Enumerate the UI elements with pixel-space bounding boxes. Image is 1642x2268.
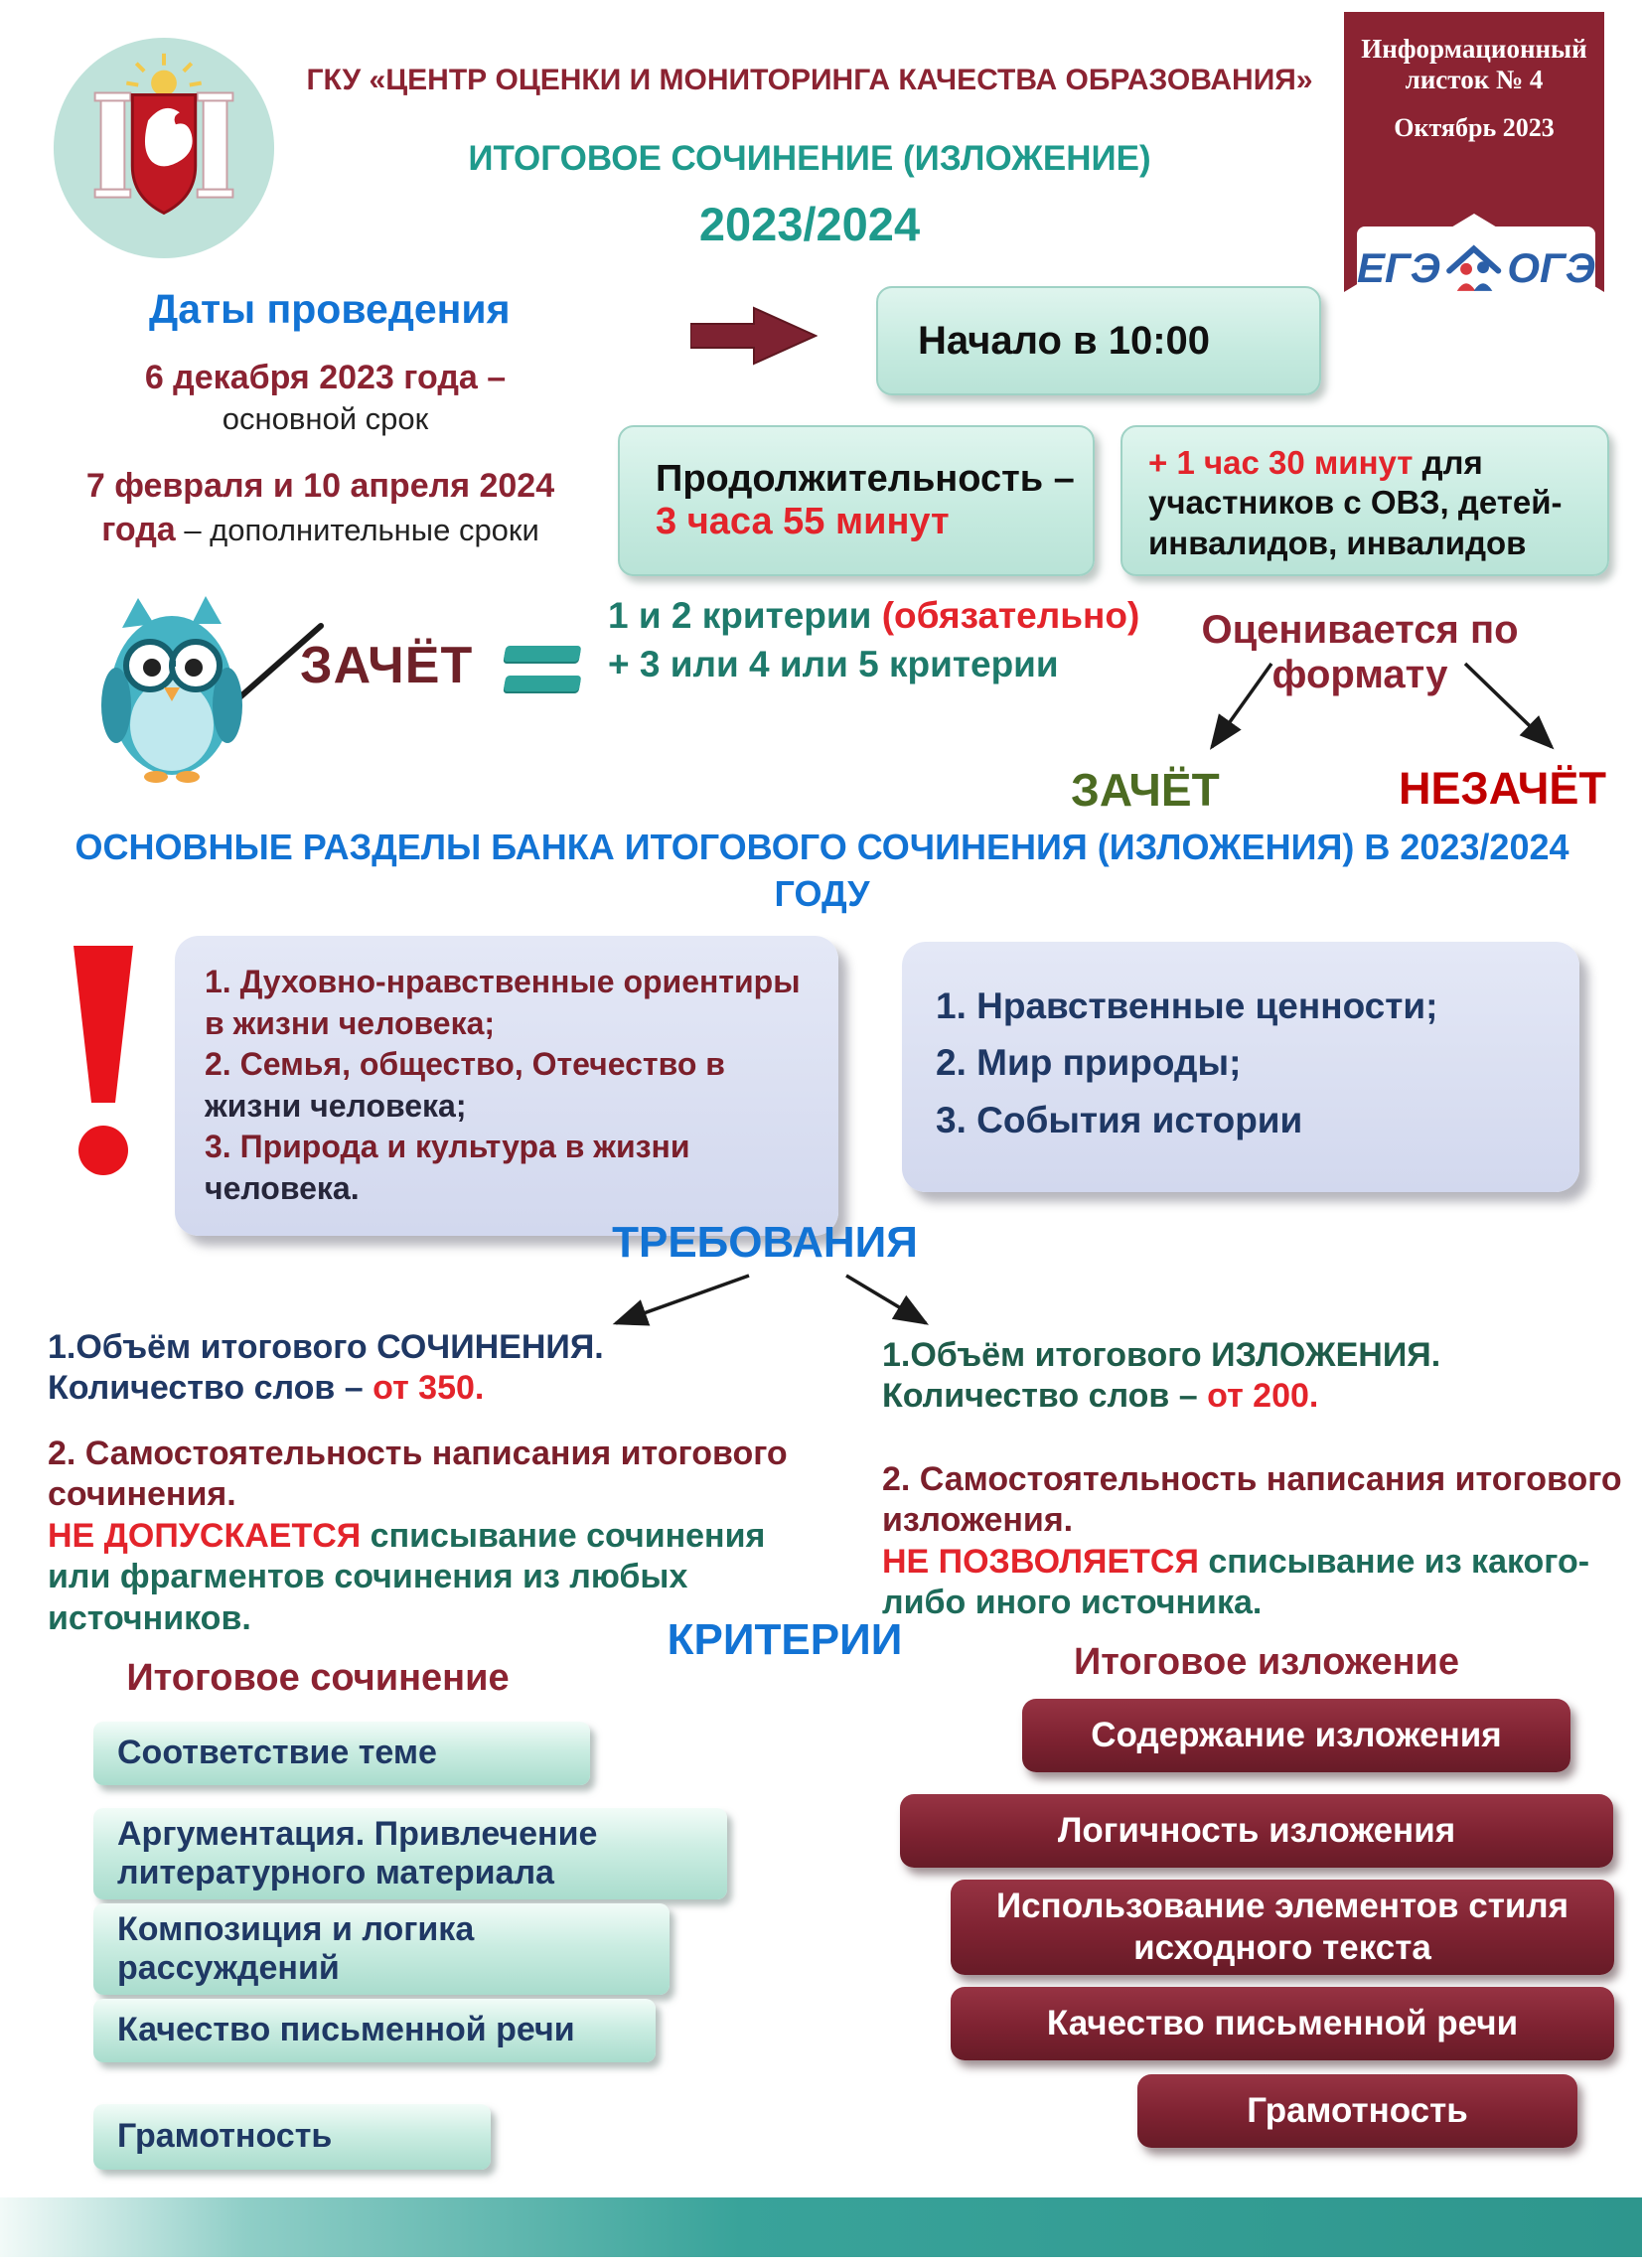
essay-criterion-3: Композиция и логика рассуждений [93,1903,670,1995]
ribbon-title-line2: листок № 4 [1405,65,1544,94]
duration-label: Продолжительность – [656,458,1075,500]
formula-part1: 1 и 2 критерии [608,595,882,636]
extra-dates-block: 7 февраля и 10 апреля 2024 года – дополн… [50,465,591,551]
block-arrow-right-icon [690,306,818,366]
izlozhenie-independence: 2. Самостоятельность написания итогового… [882,1459,1622,1540]
essay-section-item: 2. Семья, общество, Отечество в жизни че… [205,1046,725,1124]
format-arrows-icon [1209,662,1555,750]
footer-bar [0,2197,1642,2257]
org-title: ГКУ «ЦЕНТР ОЦЕНКИ И МОНИТОРИНГА КАЧЕСТВА… [306,64,1313,96]
izlozhenie-criterion-2: Логичность изложения [900,1794,1613,1868]
extra-dates-label: – дополнительные сроки [175,512,539,547]
izlozhenie-sections-box: 1. Нравственные ценности; 2. Мир природы… [902,942,1579,1192]
dates-heading: Даты проведения [149,286,511,332]
main-date-block: 6 декабря 2023 года – основной срок [55,356,596,439]
criteria-izlozhenie-title: Итоговое изложение [1073,1641,1460,1683]
extra-time-box: + 1 час 30 минут для участников с ОВЗ, д… [1120,425,1609,576]
extra-dates: 7 февраля и 10 апреля 2024 года [85,467,555,548]
duration-box: Продолжительность – 3 часа 55 минут [618,425,1095,576]
essay-ban: НЕ ДОПУСКАЕТСЯ списывание сочинения или … [48,1516,766,1637]
essay-criterion-4: Качество письменной речи [93,1999,656,2062]
owl-icon [101,596,324,783]
ege-label: ЕГЭ [1357,244,1440,291]
izlozhenie-ban: НЕ ПОЗВОЛЯЕТСЯ списывание из какого-либо… [882,1542,1590,1622]
house-logo-icon [1446,244,1502,291]
izlozhenie-requirements: 1.Объём итогового ИЗЛОЖЕНИЯ. Количество … [882,1335,1627,1624]
essay-independence: 2. Самостоятельность написания итогового… [48,1434,788,1514]
equals-icon [503,646,584,691]
crimea-coat-of-arms-icon [53,37,275,259]
pass-result: ЗАЧЁТ [1071,764,1220,816]
izlozhenie-volume: 1.Объём итогового ИЗЛОЖЕНИЯ. Количество … [882,1336,1441,1416]
ribbon-date: Октябрь 2023 [1394,113,1555,142]
main-date-label: основной срок [222,401,429,437]
izlozhenie-section-item: 3. События истории [936,1099,1303,1140]
izlozhenie-criterion-5: Грамотность [1137,2074,1577,2148]
duration-value: 3 часа 55 минут [656,501,950,542]
season-title: 2023/2024 [698,198,921,250]
formula-part2: (обязательно) [881,595,1140,636]
essay-criterion-2: Аргументация. Привлечение литературного … [93,1808,727,1899]
zachet-formula: 1 и 2 критерии (обязательно) + 3 или 4 и… [608,592,1144,689]
izlozhenie-section-item: 1. Нравственные ценности; [936,985,1438,1026]
format-heading: Оценивается по формату [1201,608,1519,696]
ribbon-title-line1: Информационный [1361,34,1587,64]
izlozhenie-section-item: 2. Мир природы; [936,1042,1242,1084]
fail-result: НЕЗАЧЁТ [1399,763,1606,814]
oge-label: ОГЭ [1507,244,1595,291]
essay-sections-box: 1. Духовно-нравственные ориентиры в жизн… [175,936,838,1236]
extra-time-value: + 1 час 30 минут [1148,444,1414,481]
izlozhenie-criterion-1: Содержание изложения [1022,1699,1570,1772]
formula-part3: + 3 или 4 или 5 критерии [608,643,1059,684]
main-date: 6 декабря 2023 года – [144,359,507,396]
extra-time-label: для участников с ОВЗ, детей-инвалидов, и… [1148,444,1563,561]
requirements-heading: ТРЕБОВАНИЯ [612,1218,918,1267]
criteria-essay-title: Итоговое сочинение [126,1657,510,1699]
start-time-box: Начало в 10:00 [876,286,1321,395]
izlozhenie-criterion-4: Качество письменной речи [951,1987,1614,2060]
zachet-word: ЗАЧЁТ [300,637,474,694]
sections-heading: ОСНОВНЫЕ РАЗДЕЛЫ БАНКА ИТОГОВОГО СОЧИНЕН… [75,827,1569,914]
exclamation-icon [74,946,133,1175]
izlozhenie-criterion-3: Использование элементов стиля исходного … [951,1880,1614,1975]
criteria-heading: КРИТЕРИИ [667,1615,903,1664]
essay-volume: 1.Объём итогового СОЧИНЕНИЯ. Количество … [48,1328,604,1408]
essay-criterion-1: Соответствие теме [93,1722,590,1785]
requirements-arrows-icon [612,1274,930,1326]
doc-title: ИТОГОВОЕ СОЧИНЕНИЕ (ИЗЛОЖЕНИЕ) [468,139,1151,178]
essay-requirements: 1.Объём итогового СОЧИНЕНИЯ. Количество … [48,1327,793,1639]
essay-criterion-5: Грамотность [93,2104,491,2170]
essay-section-item: 3. Природа и культура в жизни человека. [205,1129,690,1206]
ege-oge-logo: ЕГЭ ОГЭ [1357,227,1595,310]
essay-section-item: 1. Духовно-нравственные ориентиры в жизн… [205,964,801,1041]
start-time-text: Начало в 10:00 [918,318,1211,363]
